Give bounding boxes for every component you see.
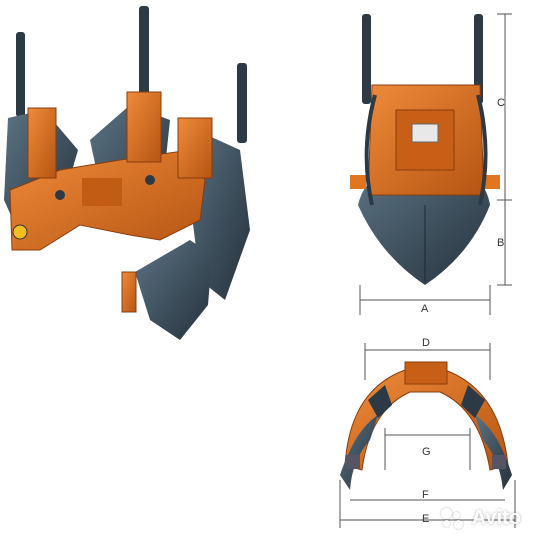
blade-arm (476, 94, 488, 206)
dim-label-f: F (422, 489, 429, 501)
pivot-pin (145, 175, 155, 185)
front-view (350, 13, 512, 315)
avito-logo-icon (440, 507, 467, 530)
side-lug (350, 175, 366, 189)
dim-label-b: B (497, 237, 504, 249)
frame-plate (82, 178, 122, 206)
hydraulic-cylinder (362, 14, 371, 104)
hydraulic-cylinder (492, 455, 506, 469)
spade-blade (461, 385, 485, 418)
hydraulic-cylinder (474, 14, 483, 104)
mount-window (411, 123, 439, 143)
frame-bracket (126, 91, 162, 163)
dimension-lines (339, 343, 516, 528)
spade-blade (475, 415, 512, 490)
hydraulic-cylinder (16, 32, 25, 117)
spade-blade (358, 170, 490, 285)
blade-arm (364, 94, 377, 206)
hydraulic-cylinder (346, 455, 360, 469)
dim-label-e: E (422, 513, 429, 525)
pivot-pin (55, 190, 65, 200)
watermark-text: Avito (471, 507, 521, 529)
frame-bracket (27, 107, 57, 179)
spade-blade (135, 240, 212, 340)
frame-bracket (121, 271, 137, 313)
dimension-lines (359, 13, 512, 315)
dim-label-g: G (422, 446, 431, 458)
spade-blade (368, 385, 392, 418)
isometric-view (4, 6, 250, 340)
top-view (339, 343, 516, 528)
hydraulic-cylinder (139, 6, 149, 96)
dim-label-c: C (497, 97, 505, 109)
frame-plate (404, 361, 448, 385)
hydraulic-cylinder (237, 63, 247, 143)
dim-label-a: A (421, 303, 429, 315)
dim-label-d: D (422, 337, 430, 349)
hydraulic-fitting (12, 224, 28, 240)
frame-bracket (177, 117, 213, 179)
side-lug (484, 175, 500, 189)
avito-watermark: Avito (440, 507, 521, 530)
spade-blade (340, 415, 378, 490)
